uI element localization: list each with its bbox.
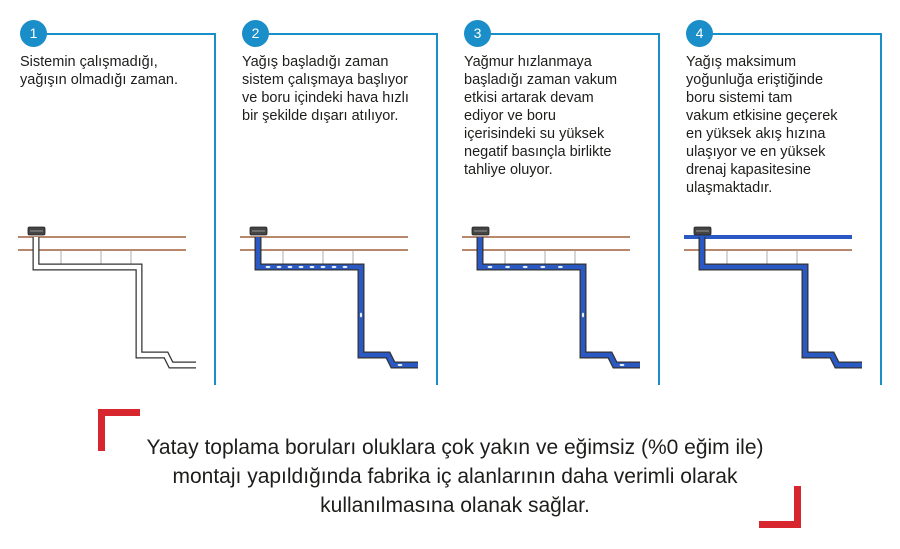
- panel-right-border: [214, 33, 216, 385]
- step-number-badge: 3: [464, 20, 491, 47]
- air-bubble: [359, 312, 363, 318]
- pipe-outline: [32, 237, 196, 369]
- step-panel-4: 4 Yağış maksimum yoğunluğa eriştiğinde b…: [672, 0, 882, 385]
- air-bubble: [342, 265, 348, 269]
- pipe-water: [477, 237, 640, 368]
- air-bubble: [287, 265, 293, 269]
- air-bubble: [522, 265, 528, 269]
- air-bubble: [505, 265, 510, 269]
- panel-right-border: [658, 33, 660, 385]
- pipe-outline: [698, 237, 862, 369]
- step-panel-1: 1 Sistemin çalışmadığı, yağışın olmadığı…: [6, 0, 216, 385]
- air-bubble: [619, 363, 625, 367]
- panel-top-border: [694, 33, 882, 35]
- pipe-water: [255, 237, 418, 368]
- pipe-water: [33, 237, 196, 368]
- step-number-badge: 1: [20, 20, 47, 47]
- panel-right-border: [880, 33, 882, 385]
- step-panel-3: 3 Yağmur hızlanmaya başladığı zaman vaku…: [450, 0, 660, 385]
- step-number-badge: 2: [242, 20, 269, 47]
- pipe-outline: [254, 237, 418, 369]
- air-bubble: [265, 265, 271, 269]
- air-bubble: [320, 265, 326, 269]
- siphonic-pipe-diagram: [684, 226, 862, 369]
- panel-top-border: [28, 33, 216, 35]
- pipe-outline: [476, 237, 640, 369]
- red-corner-bracket-top-left: [98, 409, 140, 451]
- air-bubble: [331, 265, 337, 269]
- red-corner-bracket-bottom-right: [759, 486, 801, 528]
- siphonic-pipe-diagram: [240, 226, 418, 369]
- pipe-water: [699, 237, 862, 368]
- siphonic-pipe-diagram: [18, 226, 196, 369]
- air-bubble: [487, 265, 493, 269]
- step-number-badge: 4: [686, 20, 713, 47]
- air-bubble: [397, 363, 403, 367]
- air-bubble: [581, 312, 585, 318]
- air-bubble: [298, 265, 304, 269]
- step-description: Yağmur hızlanmaya başladığı zaman vakum …: [464, 54, 618, 178]
- panel-top-border: [472, 33, 660, 35]
- siphonic-pipe-diagram: [462, 226, 640, 369]
- step-description: Yağış başladığı zaman sistem çalışmaya b…: [242, 54, 409, 124]
- step-panel-2: 2 Yağış başladığı zaman sistem çalışmaya…: [228, 0, 438, 385]
- air-bubble: [309, 265, 315, 269]
- panel-top-border: [250, 33, 438, 35]
- caption-text: Yatay toplama boruları oluklara çok yakı…: [146, 436, 764, 517]
- air-bubble: [558, 265, 563, 269]
- step-description: Yağış maksimum yoğunluğa eriştiğinde bor…: [686, 54, 838, 196]
- step-description: Sistemin çalışmadığı, yağışın olmadığı z…: [20, 54, 178, 88]
- panel-right-border: [436, 33, 438, 385]
- air-bubble: [540, 265, 546, 269]
- air-bubble: [276, 265, 282, 269]
